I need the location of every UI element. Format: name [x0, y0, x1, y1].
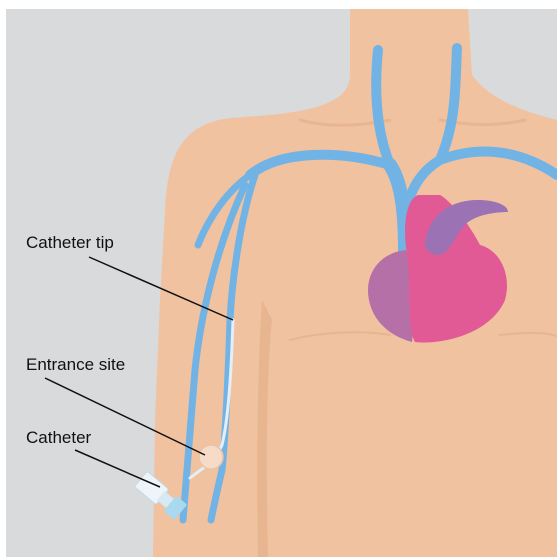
- entrance-site-label: Entrance site: [26, 356, 125, 373]
- entrance-site-marker: [199, 445, 223, 469]
- catheter-label: Catheter: [26, 429, 91, 446]
- catheter-tip-label: Catheter tip: [26, 234, 114, 251]
